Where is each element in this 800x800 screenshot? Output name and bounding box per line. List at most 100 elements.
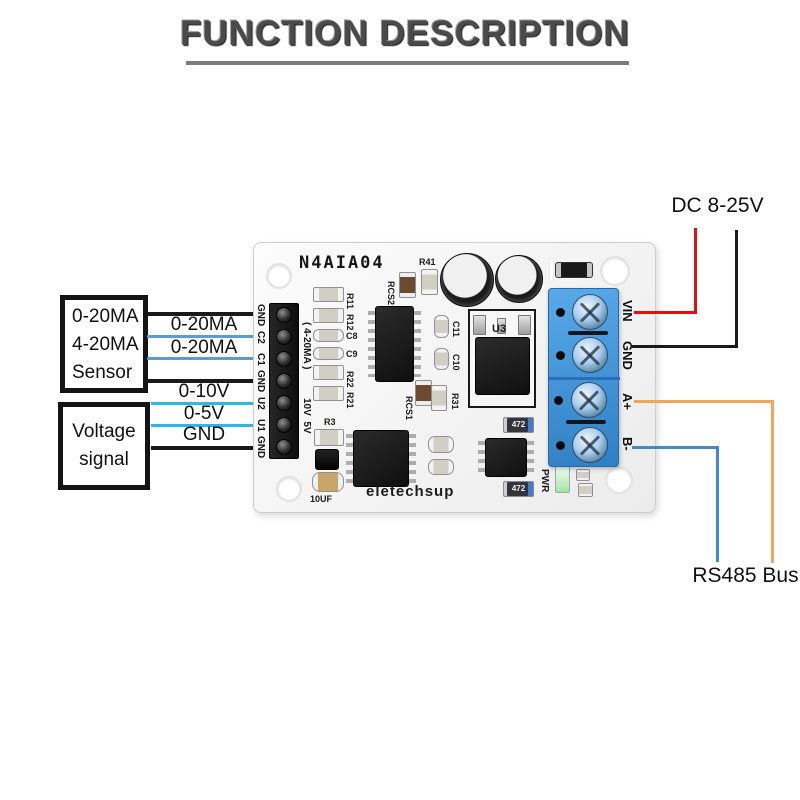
- header-pin: [276, 329, 292, 345]
- wire-bminus-blue-horizontal: [632, 446, 719, 449]
- cap-c9: [313, 347, 344, 360]
- pin-label: C1: [255, 352, 266, 366]
- sensor-box-line: Sensor: [72, 362, 133, 383]
- label-c10: C10: [451, 353, 461, 371]
- terminal-screw-bminus: [572, 427, 608, 463]
- resistor-small: [578, 483, 593, 497]
- page-title: FUNCTION DESCRIPTION: [180, 14, 630, 53]
- terminal-screw-vin: [572, 294, 608, 330]
- terminal-hole-dot: [554, 396, 563, 405]
- board-brand-text: eletechsup: [366, 483, 455, 500]
- mount-hole-tl: [268, 265, 290, 287]
- mount-hole-bl: [278, 478, 300, 500]
- terminal-label-bminus: B-: [620, 437, 635, 451]
- resistor-r31: [431, 385, 447, 411]
- resistor-r41: [421, 269, 438, 295]
- header-pin: [276, 373, 292, 389]
- resistor-r12: [313, 308, 344, 323]
- label-c9: C9: [346, 349, 358, 359]
- label-u3: U3: [492, 323, 507, 335]
- voltage-box-line: Voltage: [72, 421, 136, 442]
- label-r21: R21: [345, 391, 355, 409]
- cap-10uf: [312, 472, 344, 492]
- wire-vin-red-horizontal: [634, 311, 697, 314]
- header-pin: [276, 417, 292, 433]
- u3-tab: [497, 318, 506, 334]
- wire-label: GND: [182, 424, 226, 445]
- label-r3: R3: [324, 417, 336, 427]
- terminal-bar: [568, 331, 608, 335]
- terminal-screw-gnd: [572, 337, 608, 373]
- terminal-label-vin: VIN: [620, 300, 635, 322]
- ic-16pin: [368, 306, 421, 382]
- ic-8pin: [478, 438, 534, 477]
- resistor-r3: [314, 429, 344, 446]
- label-10uf: 10UF: [310, 494, 333, 504]
- u3-tab: [473, 315, 486, 335]
- header-pin: [276, 395, 292, 411]
- cap-electrolytic-1: [440, 253, 494, 307]
- label-r12: R12: [345, 313, 355, 331]
- terminal-divider: [549, 377, 620, 380]
- label-r41: R41: [419, 257, 436, 267]
- wire-label: 0-20MA: [170, 337, 238, 358]
- mount-hole-tr: [602, 258, 628, 284]
- wire-u1: [151, 424, 254, 427]
- label-rcs1: RCS1: [404, 395, 414, 420]
- pin-label: GND: [255, 369, 266, 393]
- resistor-rcs2: [399, 272, 416, 298]
- wire-aplus-orange-horizontal: [634, 400, 774, 403]
- wire-aplus-orange-vertical: [771, 400, 774, 563]
- resistor-r21: [313, 386, 344, 401]
- voltage-input-box: Voltage signal: [58, 402, 150, 490]
- terminal-bar: [566, 420, 606, 424]
- wire-gnd-black-vertical: [735, 230, 738, 348]
- sensor-input-box: 0-20MA 4-20MA Sensor: [60, 295, 148, 393]
- wire-gnd-bottom: [151, 446, 254, 450]
- terminal-label-gnd: GND: [620, 340, 635, 370]
- cap-c10: [434, 348, 449, 370]
- pwr-led: [555, 465, 570, 493]
- cap-filter-2: [428, 459, 454, 475]
- cap-small: [576, 469, 590, 481]
- power-annotation-label: DC 8-25V: [671, 194, 764, 217]
- wire-vin-red-vertical: [694, 228, 697, 314]
- resistor-472-bottom: 472: [503, 481, 534, 497]
- resistor-rcs1: [415, 380, 432, 406]
- rs485-annotation-label: RS485 Bus: [692, 564, 799, 587]
- wire-label: 0-20MA: [170, 314, 238, 335]
- ic-20pin: [346, 430, 416, 487]
- wire-c1: [147, 357, 254, 360]
- title-underline: [186, 61, 629, 65]
- wire-gnd-top: [147, 312, 254, 316]
- resistor-472-top: 472: [503, 417, 534, 433]
- pin-group-current-label: ( 4-20MA ): [301, 322, 312, 370]
- pin-label: U1: [255, 418, 266, 432]
- wire-label: 0-5V: [183, 403, 225, 424]
- wire-gnd-black-horizontal: [631, 345, 738, 348]
- label-r11: R11: [345, 292, 355, 309]
- voltage-box-line: signal: [79, 449, 129, 470]
- wire-gnd-mid: [147, 379, 254, 383]
- terminal-screw-aplus: [571, 382, 607, 418]
- terminal-hole-dot: [556, 308, 565, 317]
- terminal-block: [548, 288, 620, 467]
- pin-label: GND: [255, 303, 266, 327]
- wire-c2: [147, 335, 254, 338]
- pcb-board: N4AIA04 eletechsup GND C2 C1 GND U2 U1 G…: [253, 242, 656, 513]
- cap-electrolytic-2: [495, 255, 543, 303]
- header-pin: [276, 351, 292, 367]
- pin-label: GND: [255, 435, 266, 459]
- label-c8: C8: [346, 331, 358, 341]
- header-pin: [276, 307, 292, 323]
- board-model-text: N4AIA04: [299, 253, 385, 273]
- label-c11: C11: [451, 320, 461, 337]
- label-r31: R31: [450, 392, 460, 410]
- terminal-hole-dot: [556, 351, 565, 360]
- cap-c11: [434, 315, 449, 338]
- wire-bminus-blue-vertical: [716, 446, 719, 562]
- label-pwr: PWR: [539, 469, 550, 493]
- transistor-q1: [315, 449, 339, 470]
- terminal-hole-dot: [556, 441, 565, 450]
